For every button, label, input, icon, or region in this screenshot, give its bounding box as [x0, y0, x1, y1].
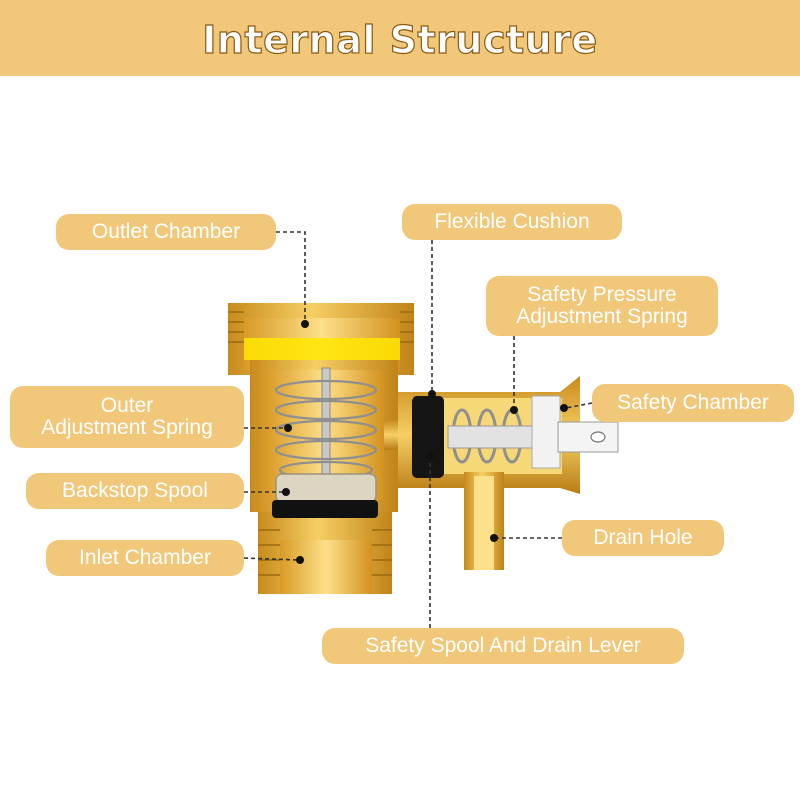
label-safety-spool-drain-lever: Safety Spool And Drain Lever: [322, 628, 684, 664]
label-flexible-cushion: Flexible Cushion: [402, 204, 622, 240]
label-outer-adjustment-spring: Outer Adjustment Spring: [10, 386, 244, 448]
drain-lever: [531, 395, 619, 469]
label-inlet-chamber: Inlet Chamber: [46, 540, 244, 576]
page-title: Internal Structure: [202, 17, 598, 62]
label-safety-pressure-spring: Safety Pressure Adjustment Spring: [486, 276, 718, 336]
yellow-seal-ring: [244, 338, 400, 360]
label-outlet-chamber: Outlet Chamber: [56, 214, 276, 250]
flexible-cushion-part: [412, 396, 444, 478]
label-backstop-spool: Backstop Spool: [26, 473, 244, 509]
label-safety-chamber: Safety Chamber: [592, 384, 794, 422]
outer-spring: [274, 367, 378, 480]
label-drain-hole: Drain Hole: [562, 520, 724, 556]
leader-lines: [243, 231, 593, 628]
leader-dots: [282, 320, 568, 564]
backstop-spool: [272, 473, 378, 518]
title-banner: [0, 0, 800, 76]
